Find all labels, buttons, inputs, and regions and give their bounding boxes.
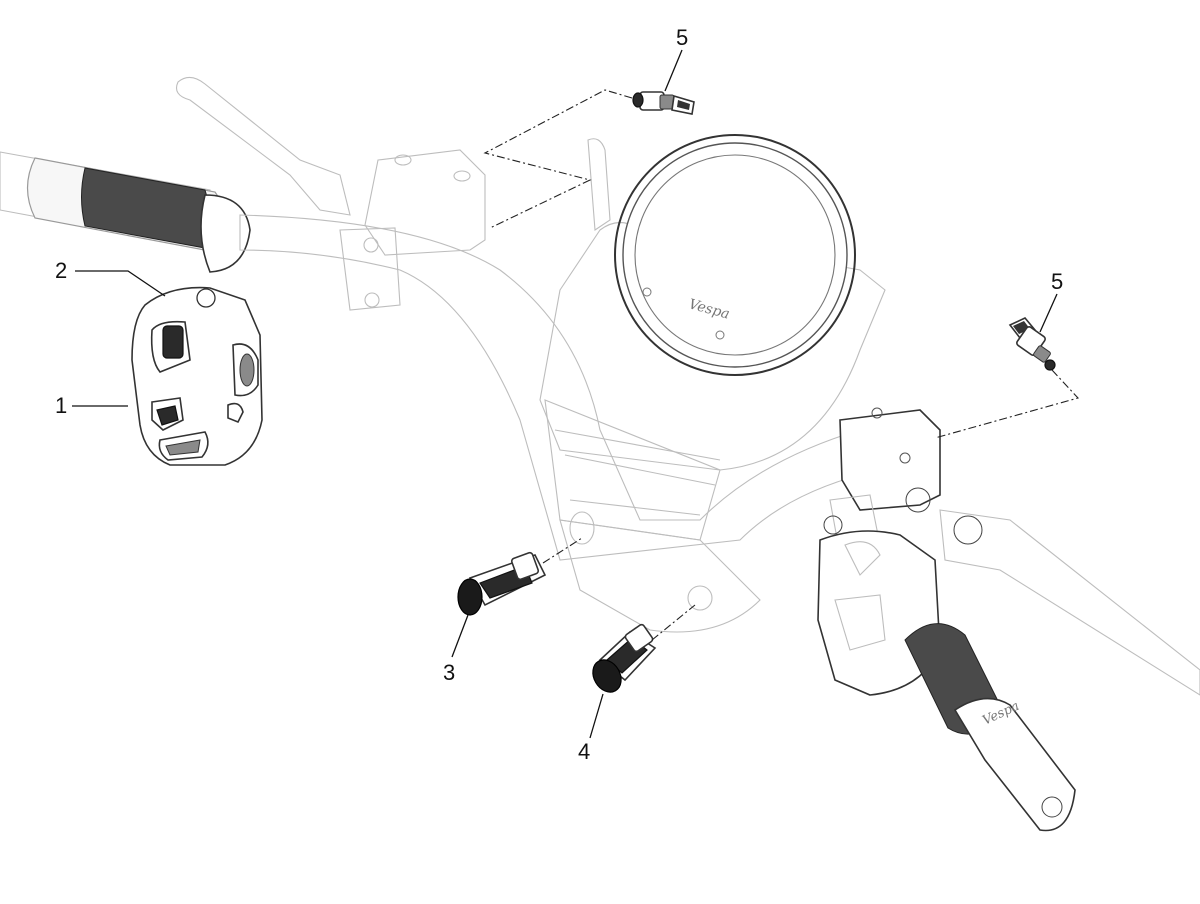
assembly-line-3: [542, 537, 583, 564]
instrument-cluster: Vespa: [539, 134, 886, 633]
switch-part-3: [457, 551, 547, 616]
leader-line-5-right: [1039, 293, 1058, 333]
assembly-lines: [483, 89, 1080, 641]
switch-part-4: [592, 623, 657, 693]
switch-part-5-right: [1008, 317, 1056, 371]
callout-5-right: 5: [1051, 269, 1064, 294]
callout-4: 4: [578, 739, 591, 764]
callout-1: 1: [55, 393, 68, 418]
right-brake-lever: [939, 509, 1200, 696]
left-brake-lever: [175, 76, 351, 216]
left-grip: [0, 151, 251, 273]
assembly-line-5-right: [934, 369, 1080, 439]
assembly-line-5-top: [483, 89, 633, 229]
switch-part-5-top: [632, 91, 695, 115]
leader-line-5-top: [664, 49, 683, 92]
callout-3: 3: [443, 660, 456, 685]
callout-5-top: 5: [676, 25, 689, 50]
assembly-line-4: [651, 604, 696, 641]
leader-line-2: [75, 270, 166, 297]
left-switch-housing: [131, 286, 263, 466]
leader-line-3: [451, 614, 469, 658]
leader-line-4: [589, 693, 604, 739]
left-master-cylinder: [339, 149, 486, 311]
right-grip: Vespa: [904, 623, 1076, 832]
leader-lines: [72, 49, 1058, 739]
callout-2: 2: [55, 258, 68, 283]
